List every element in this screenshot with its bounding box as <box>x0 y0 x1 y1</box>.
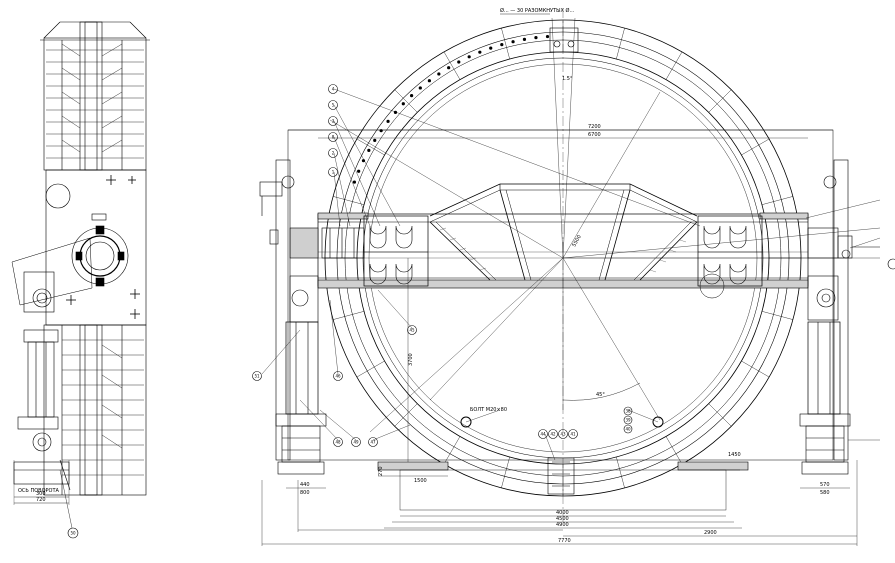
side-view <box>11 21 150 539</box>
front-view <box>252 8 895 546</box>
callout-45: 45 <box>409 328 415 333</box>
bolt-hole <box>409 94 414 98</box>
bolt-hole <box>373 138 377 142</box>
callout-2: 2 <box>332 151 335 156</box>
dim-4500: 4500 <box>556 516 569 522</box>
dim-720: 720 <box>36 497 46 503</box>
callout-1: 1 <box>332 170 335 175</box>
dim-3700: 3700 <box>408 353 414 366</box>
dim-4900: 4900 <box>556 522 569 528</box>
bolt-hole <box>352 180 356 184</box>
callout-50-label: 50 <box>70 531 76 536</box>
ring-spoke <box>741 138 770 156</box>
ring-spoke <box>394 403 418 427</box>
ring-spoke <box>665 436 683 465</box>
ring-spoke <box>761 196 793 205</box>
callout-41: 41 <box>570 432 576 437</box>
base-plate <box>377 461 449 471</box>
bolt-hole <box>427 79 431 83</box>
bolt-hole <box>386 119 390 123</box>
dim-270: 270 <box>378 466 384 476</box>
outer-frame <box>287 129 834 461</box>
left-support-column <box>285 321 319 415</box>
callout-42: 42 <box>550 432 556 437</box>
dim-2900: 2900 <box>704 530 717 536</box>
callout-46: 46 <box>335 374 341 379</box>
dim-300: 300 <box>36 491 46 497</box>
dim-7200: 7200 <box>588 124 601 130</box>
side-frame-top <box>43 37 147 171</box>
title-note: Ø... — 30 РАЗОМКНУТЫХ Ø... <box>500 7 575 14</box>
ring-spoke <box>394 89 418 113</box>
ring-spoke <box>443 51 461 80</box>
callout-50 <box>67 527 79 539</box>
bolt-note: БОЛТ М20×80 <box>470 407 507 413</box>
left-label: ОСЬ ПОВОРОТА <box>18 488 60 494</box>
ring-spoke <box>616 456 625 488</box>
dim-570: 570 <box>820 482 830 488</box>
callout-49: 49 <box>353 440 359 445</box>
bolt-hole <box>522 37 527 41</box>
dim-6700: 6700 <box>588 132 601 138</box>
callout-51: 51 <box>254 374 260 379</box>
ring-spoke <box>333 196 365 205</box>
callout-47: 47 <box>370 440 376 445</box>
dim-5500: 5500 <box>571 234 583 248</box>
dim-4000: 4000 <box>556 510 569 516</box>
ring-spoke <box>356 138 385 156</box>
right-support-column <box>807 321 841 415</box>
bolt-hole <box>467 55 471 59</box>
bolt-hole <box>457 60 461 64</box>
callout-38: 38 <box>625 409 631 414</box>
ring-spoke <box>501 28 510 60</box>
ring-spoke <box>443 436 461 465</box>
dim-1450: 1450 <box>728 452 741 458</box>
callout-4: 4 <box>332 87 335 92</box>
callout-40: 40 <box>625 427 631 432</box>
ring-spoke <box>333 311 365 320</box>
callout-43: 43 <box>560 432 566 437</box>
ring-spoke <box>708 89 732 113</box>
bolt-hole <box>511 40 515 44</box>
bolt-hole <box>500 42 504 47</box>
bolt-hole <box>367 148 371 152</box>
bolt-hole <box>489 46 493 50</box>
annotations: Ø... — 30 РАЗОМКНУТЫХ Ø... 1.5° 45° 7200… <box>18 7 830 544</box>
bolt-hole <box>418 86 422 90</box>
ring-spoke <box>501 456 510 488</box>
angle-small: 1.5° <box>562 76 573 82</box>
callout-48: 48 <box>335 440 341 445</box>
bolt-hole <box>534 36 538 40</box>
ring-spoke <box>708 403 732 427</box>
dim-1500: 1500 <box>414 478 427 484</box>
bolt-hole <box>545 34 550 39</box>
callout-44: 44 <box>540 432 546 437</box>
bolt-hole <box>478 50 482 54</box>
ring-spoke <box>616 28 625 60</box>
bolt-hole <box>357 169 361 173</box>
bolt-hole <box>361 159 366 163</box>
callout-39: 39 <box>625 418 631 423</box>
ring-spoke <box>761 311 793 320</box>
ring-spoke <box>665 51 683 80</box>
dim-580: 580 <box>820 490 830 496</box>
dim-440: 440 <box>300 482 310 488</box>
ring-spoke <box>741 360 770 378</box>
callout-3: 3 <box>332 119 335 124</box>
ring-spoke <box>356 360 385 378</box>
bolt-hole <box>447 66 451 70</box>
bearing-plate <box>45 169 147 326</box>
callout-5: 5 <box>332 103 335 108</box>
callout-8: 8 <box>332 135 335 140</box>
dim-800: 800 <box>300 490 310 496</box>
bolt-hole <box>401 102 405 106</box>
angle-large: 45° <box>596 392 605 398</box>
bolt-hole <box>379 129 383 133</box>
bolt-hole <box>437 72 441 76</box>
dim-7770: 7770 <box>558 538 571 544</box>
